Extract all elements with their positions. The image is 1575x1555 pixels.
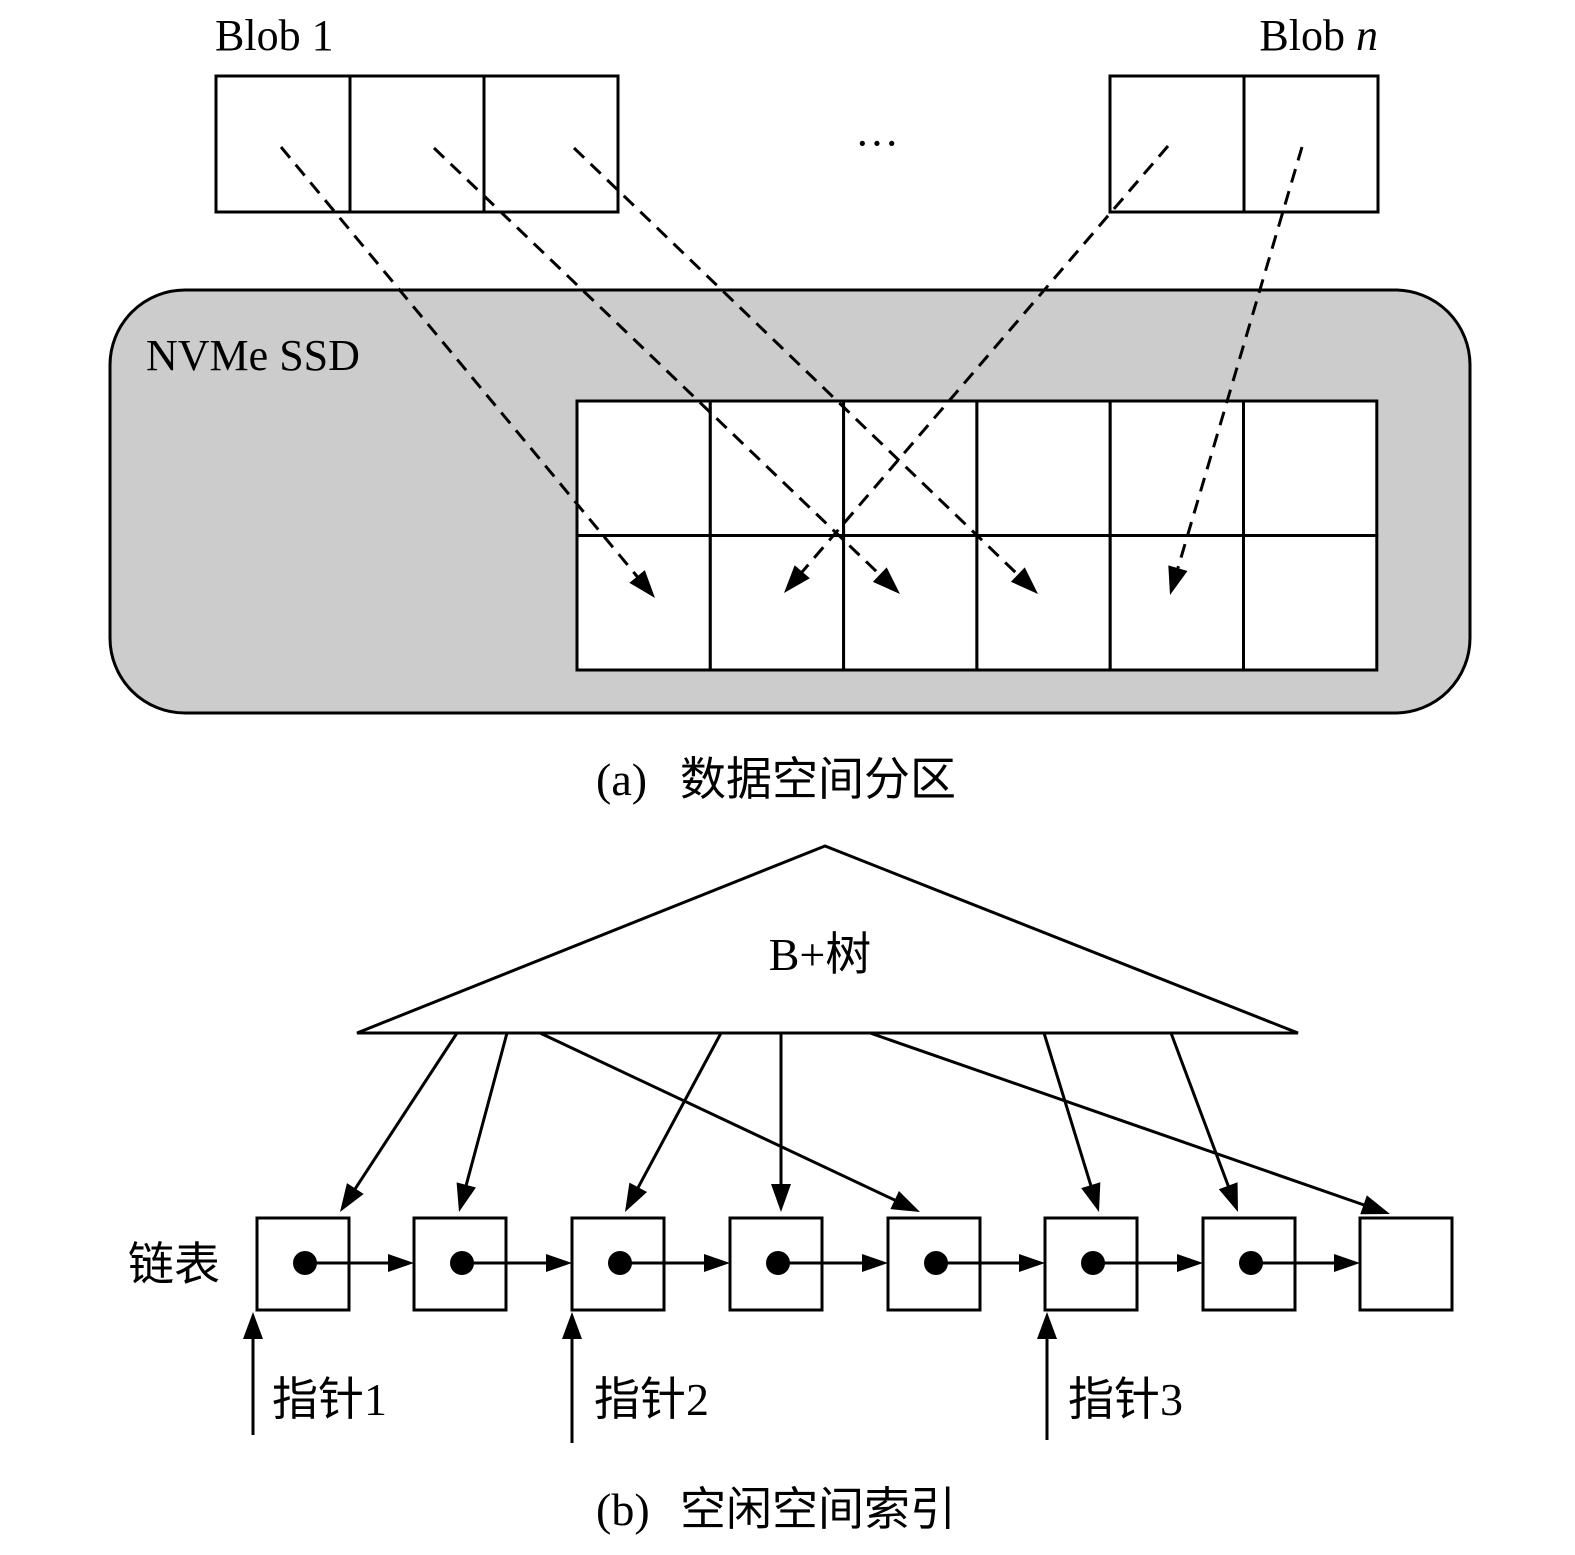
pointer-2-label: 指针2	[594, 1374, 709, 1425]
blob-1-block	[214, 74, 620, 214]
ssd-block-cell	[975, 399, 1112, 537]
mapping-arrow-head	[629, 570, 655, 598]
blob-1-label: Blob 1	[215, 11, 334, 60]
tree-link-arrow-shaft	[1169, 1032, 1231, 1191]
ssd-block-cell	[975, 534, 1112, 672]
mapping-arrow-head	[784, 565, 810, 593]
blob-to-ssd-mapping-arrows	[279, 145, 1304, 598]
blob-ellipsis: ···	[855, 119, 899, 168]
tree-link-arrow-head	[771, 1184, 791, 1212]
tree-link-arrow-shaft	[869, 1031, 1368, 1208]
pointer-2-arrow-head	[562, 1312, 582, 1339]
list-link-arrow-head	[546, 1254, 572, 1272]
bplus-tree-triangle	[356, 844, 1299, 1035]
ssd-block-cell	[842, 534, 979, 672]
tree-link-arrow-head	[1218, 1182, 1238, 1212]
pointer-1: 指针1	[243, 1312, 387, 1435]
mapping-arrow-head	[872, 567, 900, 594]
tree-link-arrow-head	[625, 1182, 648, 1212]
blob-1-cell	[348, 74, 486, 214]
blob-n-cell	[1242, 74, 1380, 214]
bplus-tree-label: B+树	[769, 929, 872, 980]
mapping-arrow-shaft	[1175, 146, 1304, 573]
tree-link-arrow-head	[340, 1183, 364, 1212]
tree-link-arrow-shaft	[463, 1032, 509, 1190]
ssd-block-cell	[708, 399, 846, 537]
mapping-arrow-shaft	[572, 146, 1022, 579]
ssd-block-grid	[575, 399, 1379, 672]
tree-link-arrow-head	[1360, 1195, 1390, 1215]
tree-link-arrow-shaft	[1042, 1032, 1094, 1190]
blob-n-block	[1108, 74, 1380, 214]
mapping-arrow-shaft	[432, 146, 884, 579]
linked-list-links	[305, 1254, 1360, 1272]
tree-link-arrow-shaft	[635, 1032, 723, 1192]
ssd-block-cell	[1108, 399, 1245, 537]
pointer-3-label: 指针3	[1068, 1374, 1183, 1425]
tree-link-arrow-head	[890, 1191, 920, 1212]
tree-link-arrow-shaft	[351, 1032, 459, 1193]
part-a-data-space-partition: Blob 1 Blob n ··· NVMe SSD (a) 数据空间分区	[108, 11, 1472, 805]
mapping-arrow-head	[1010, 567, 1038, 594]
caption-a-tag: (a)	[596, 754, 647, 805]
ssd-block-cell	[708, 534, 846, 672]
ssd-block-cell	[575, 534, 712, 672]
part-b-free-space-index: B+树 链表 指针1 指针2 指针3 (b) 空闲空间索引	[128, 844, 1454, 1535]
tree-to-list-arrows	[340, 1031, 1390, 1215]
ssd-block-cell	[575, 399, 712, 537]
tree-link-arrow-head	[1081, 1182, 1101, 1212]
tree-link-arrow-head	[456, 1182, 476, 1212]
list-link-arrow-head	[1019, 1254, 1045, 1272]
pointer-3-arrow-head	[1037, 1312, 1057, 1339]
list-link-arrow-head	[1177, 1254, 1203, 1272]
caption-b-text: 空闲空间索引	[680, 1484, 956, 1535]
pointer-1-label: 指针1	[272, 1374, 387, 1425]
list-link-arrow-head	[388, 1254, 414, 1272]
ssd-block-cell	[1242, 399, 1379, 537]
list-link-arrow-head	[1334, 1254, 1360, 1272]
mapping-arrow-head	[1168, 565, 1188, 595]
nvme-ssd-label: NVMe SSD	[146, 331, 360, 380]
caption-a-text: 数据空间分区	[680, 754, 956, 805]
linked-list-label: 链表	[128, 1239, 220, 1290]
pointer-2: 指针2	[562, 1312, 709, 1443]
list-link-arrow-head	[704, 1254, 730, 1272]
pointer-3: 指针3	[1037, 1312, 1183, 1440]
mapping-arrow-shaft	[279, 146, 641, 581]
blob-1-cell	[482, 74, 620, 214]
list-tail-node	[1358, 1216, 1454, 1312]
caption-b-tag: (b)	[596, 1484, 650, 1535]
mapping-arrow-shaft	[798, 145, 1170, 576]
tree-link-arrow-shaft	[539, 1031, 899, 1204]
ssd-block-cell	[1108, 534, 1245, 672]
pointer-1-arrow-head	[243, 1312, 263, 1339]
list-link-arrow-head	[862, 1254, 888, 1272]
blob-1-cell	[214, 74, 352, 214]
ssd-block-cell	[1242, 534, 1379, 672]
blob-n-label: Blob n	[1259, 11, 1378, 60]
